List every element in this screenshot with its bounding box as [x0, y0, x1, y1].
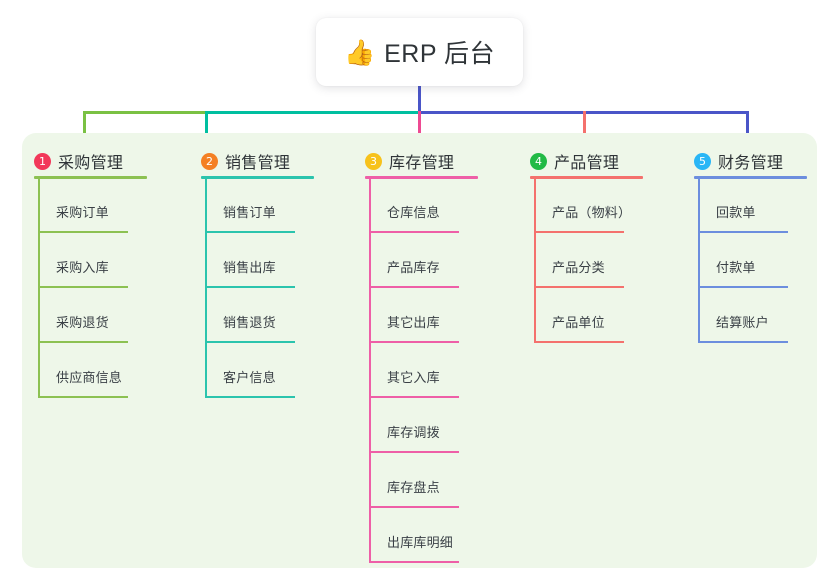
leaf-item-underline	[698, 341, 788, 343]
leaf-item-underline	[38, 286, 128, 288]
leaf-item-underline	[534, 286, 624, 288]
leaf-item-underline	[369, 231, 459, 233]
leaf-item-underline	[205, 286, 295, 288]
root-node-card[interactable]: 👍 ERP 后台	[316, 18, 523, 86]
leaf-item-label: 采购入库	[56, 260, 109, 275]
leaf-item-underline	[698, 286, 788, 288]
leaf-item-label: 结算账户	[716, 315, 769, 330]
column-spine	[698, 176, 700, 343]
leaf-item-label: 库存调拨	[387, 425, 440, 440]
leaf-item-underline	[38, 396, 128, 398]
leaf-item-label: 客户信息	[223, 370, 276, 385]
leaf-item-label: 产品库存	[387, 260, 440, 275]
leaf-item-label: 采购退货	[56, 315, 109, 330]
leaf-item-label: 其它出库	[387, 315, 440, 330]
column-header-5[interactable]: 5 财务管理	[694, 149, 783, 173]
leaf-item-underline	[698, 231, 788, 233]
thumbs-up-icon: 👍	[343, 38, 376, 67]
leaf-item-label: 付款单	[716, 260, 756, 275]
column-spine	[534, 176, 536, 343]
column-number-badge: 5	[694, 152, 711, 170]
column-title: 财务管理	[718, 155, 784, 172]
leaf-item-label: 产品单位	[552, 315, 605, 330]
leaf-item-underline	[369, 451, 459, 453]
leaf-item-underline	[534, 231, 624, 233]
column-underline	[34, 176, 147, 179]
leaf-item-underline	[534, 341, 624, 343]
leaf-item-label: 其它入库	[387, 370, 440, 385]
column-header-4[interactable]: 4 产品管理	[530, 149, 619, 173]
leaf-item-label: 销售订单	[223, 205, 276, 220]
column-title: 采购管理	[58, 155, 124, 172]
root-node-title: ERP 后台	[384, 40, 496, 68]
column-spine	[369, 176, 371, 563]
column-underline	[365, 176, 478, 179]
leaf-item-underline	[205, 396, 295, 398]
leaf-item-label: 库存盘点	[387, 480, 440, 495]
column-number-badge: 3	[365, 152, 382, 170]
leaf-item-label: 产品分类	[552, 260, 605, 275]
leaf-item-label: 产品（物料）	[552, 205, 632, 220]
column-title: 产品管理	[554, 155, 620, 172]
leaf-item-underline	[205, 341, 295, 343]
leaf-item-label: 供应商信息	[56, 370, 123, 385]
column-title: 库存管理	[389, 155, 455, 172]
leaf-item-underline	[369, 396, 459, 398]
leaf-item-underline	[38, 231, 128, 233]
leaf-item-label: 销售出库	[223, 260, 276, 275]
leaf-item-underline	[369, 286, 459, 288]
leaf-item-underline	[369, 341, 459, 343]
leaf-item-label: 仓库信息	[387, 205, 440, 220]
column-underline	[530, 176, 643, 179]
leaf-item-underline	[369, 506, 459, 508]
leaf-item-label: 出库库明细	[387, 535, 454, 550]
column-header-2[interactable]: 2 销售管理	[201, 149, 290, 173]
leaf-item-underline	[369, 561, 459, 563]
column-underline	[201, 176, 314, 179]
column-number-badge: 2	[201, 152, 218, 170]
column-number-badge: 1	[34, 152, 51, 170]
column-header-1[interactable]: 1 采购管理	[34, 149, 123, 173]
leaf-item-label: 采购订单	[56, 205, 109, 220]
column-title: 销售管理	[225, 155, 291, 172]
leaf-item-underline	[205, 231, 295, 233]
column-underline	[694, 176, 807, 179]
leaf-item-label: 回款单	[716, 205, 756, 220]
leaf-item-underline	[38, 341, 128, 343]
mindmap-panel	[22, 133, 817, 568]
leaf-item-label: 销售退货	[223, 315, 276, 330]
column-number-badge: 4	[530, 152, 547, 170]
column-header-3[interactable]: 3 库存管理	[365, 149, 454, 173]
